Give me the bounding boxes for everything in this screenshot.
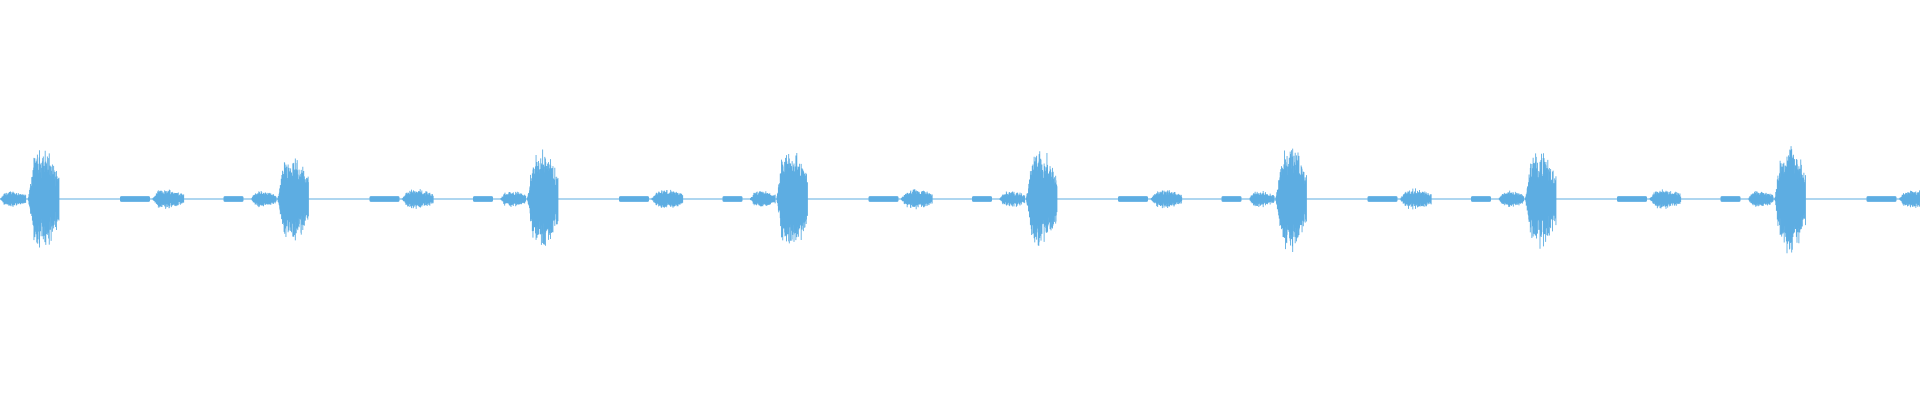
quiet-trill-b-5-fill [1221, 196, 1242, 202]
medium-burst-2 [401, 189, 434, 209]
small-burst-7-path [1747, 190, 1774, 207]
loud-burst-5-path [1025, 151, 1058, 246]
loud-burst-4 [776, 153, 808, 244]
quiet-trill-a-1-fill [120, 196, 150, 202]
quiet-trill-a-2 [369, 196, 400, 202]
loud-burst-6-path [1275, 148, 1307, 252]
medium-burst-3-path [650, 189, 684, 208]
quiet-trill-b-5 [1221, 196, 1242, 202]
quiet-trill-a-5-fill [1118, 196, 1148, 202]
quiet-trill-a-4 [868, 196, 899, 202]
small-burst-4 [998, 191, 1026, 207]
quiet-trill-b-7-fill [1720, 196, 1741, 202]
medium-burst-4-path [900, 189, 933, 210]
loud-burst-4-path [776, 153, 808, 244]
medium-burst-1-path [151, 189, 185, 209]
medium-burst-7 [1648, 189, 1682, 209]
loud-burst-8 [1774, 146, 1806, 254]
quiet-trill-a-2-fill [369, 196, 400, 202]
loud-burst-1-path [27, 150, 60, 248]
small-burst-1-path [250, 190, 277, 208]
loud-burst-1 [27, 150, 60, 248]
quiet-trill-b-3-fill [722, 196, 743, 202]
quiet-trill-a-6 [1367, 196, 1398, 202]
small-burst-0-path [0, 191, 27, 207]
quiet-trill-b-1 [223, 196, 244, 202]
small-burst-6-path [1497, 190, 1525, 207]
medium-burst-8 [1898, 190, 1920, 208]
small-burst-3 [749, 191, 776, 207]
medium-burst-3 [650, 189, 684, 208]
quiet-trill-b-7 [1720, 196, 1741, 202]
loud-burst-7 [1524, 153, 1557, 249]
quiet-trill-a-7 [1617, 196, 1647, 202]
quiet-trill-b-1-fill [223, 196, 244, 202]
medium-burst-5-path [1149, 190, 1183, 209]
medium-burst-7-path [1648, 189, 1682, 209]
loud-burst-3-path [526, 149, 559, 246]
loud-burst-8-path [1774, 146, 1806, 254]
waveform-bursts [0, 146, 1920, 254]
medium-burst-8-path [1898, 190, 1920, 208]
quiet-trill-a-3 [619, 196, 649, 202]
small-burst-4-path [998, 191, 1026, 207]
quiet-trill-a-8-fill [1866, 196, 1897, 202]
quiet-trill-b-3 [722, 196, 743, 202]
small-burst-6 [1497, 190, 1525, 207]
medium-burst-5 [1149, 190, 1183, 209]
small-burst-3-path [749, 191, 776, 207]
quiet-trill-a-5 [1118, 196, 1148, 202]
small-burst-2 [499, 191, 527, 207]
quiet-trill-a-8 [1866, 196, 1897, 202]
quiet-trill-b-2 [473, 196, 493, 202]
loud-burst-5 [1025, 151, 1058, 246]
small-burst-7 [1747, 190, 1774, 207]
loud-burst-3 [526, 149, 559, 246]
quiet-trill-a-7-fill [1617, 196, 1647, 202]
quiet-trill-a-1 [120, 196, 150, 202]
small-burst-1 [250, 190, 277, 208]
quiet-trill-a-4-fill [868, 196, 899, 202]
small-burst-2-path [499, 191, 527, 207]
medium-burst-1 [151, 189, 185, 209]
quiet-trill-b-2-fill [473, 196, 493, 202]
small-burst-5 [1248, 191, 1275, 208]
medium-burst-4 [900, 189, 933, 210]
small-burst-5-path [1248, 191, 1275, 208]
loud-burst-6 [1275, 148, 1307, 252]
loud-burst-2-path [277, 158, 309, 241]
quiet-trill-a-6-fill [1367, 196, 1398, 202]
medium-burst-6 [1399, 188, 1432, 210]
loud-burst-2 [277, 158, 309, 241]
small-burst-0 [0, 191, 27, 207]
quiet-trill-a-3-fill [619, 196, 649, 202]
quiet-trill-b-4-fill [972, 196, 992, 202]
medium-burst-6-path [1399, 188, 1432, 210]
loud-burst-7-path [1524, 153, 1557, 249]
quiet-trill-b-6 [1471, 196, 1491, 202]
quiet-trill-b-4 [972, 196, 992, 202]
medium-burst-2-path [401, 189, 434, 209]
quiet-trill-b-6-fill [1471, 196, 1491, 202]
